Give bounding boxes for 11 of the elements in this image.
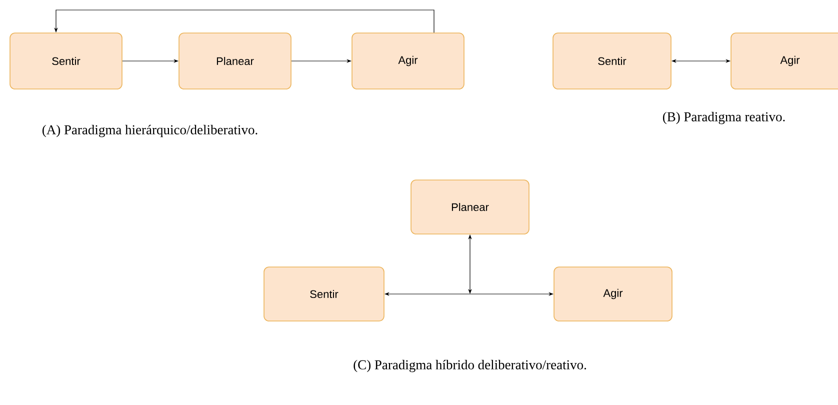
process-box: Sentir bbox=[264, 266, 384, 322]
process-box: Sentir bbox=[552, 32, 672, 90]
figure-caption: (C) Paradigma híbrido deliberativo/reativo. bbox=[354, 360, 586, 372]
process-box: Agir bbox=[352, 32, 464, 90]
figure-caption: (B) Paradigma reativo. bbox=[662, 112, 785, 124]
process-box: Planear bbox=[410, 180, 530, 234]
process-box: Agir bbox=[730, 32, 838, 90]
process-box: Sentir bbox=[10, 32, 122, 90]
figure-caption: (A) Paradigma hierárquico/deliberativo. bbox=[42, 124, 258, 138]
process-box: Planear bbox=[178, 32, 292, 90]
process-box: Agir bbox=[554, 266, 672, 322]
